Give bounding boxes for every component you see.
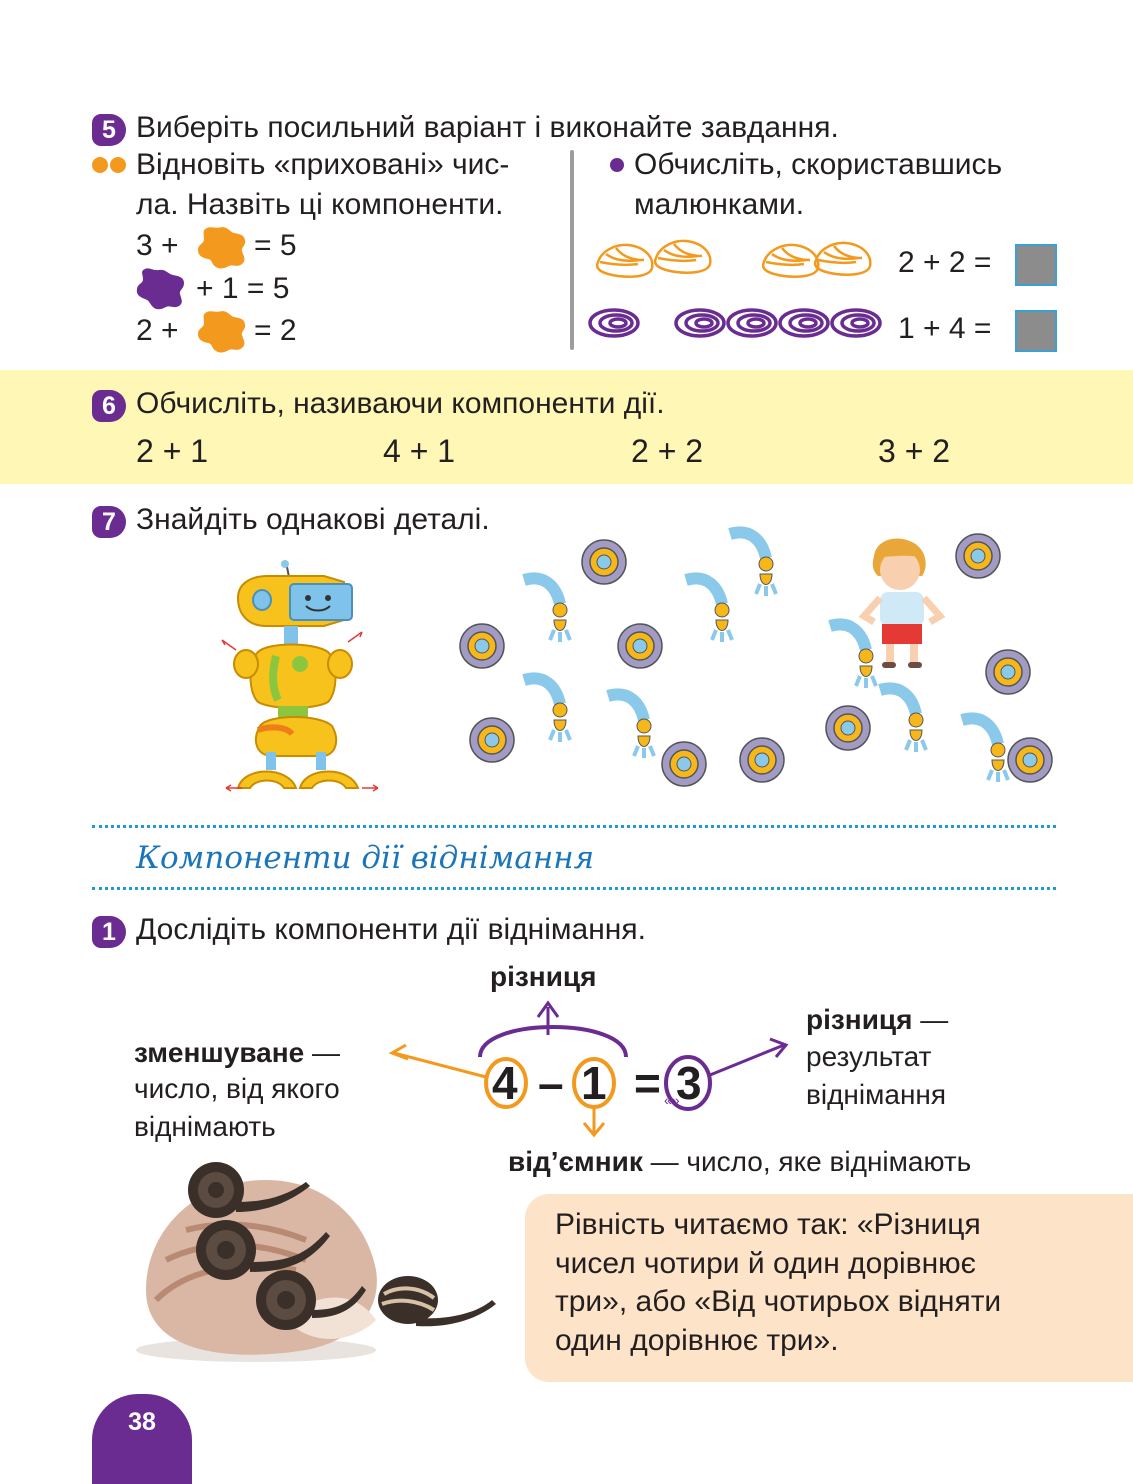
column-divider xyxy=(570,150,574,350)
task-5-right-eq1: 2 + 2 = xyxy=(898,246,992,279)
quote-marks: «» xyxy=(664,1092,680,1108)
callout-line-1: Рівність читаємо так: «Різниця xyxy=(555,1208,981,1241)
callout-line-3: три», або «Від чотирьох відняти xyxy=(555,1285,1002,1318)
minuend-value: 4 xyxy=(492,1057,518,1109)
eq3-left: 2 + xyxy=(136,314,179,347)
task-6-heading: Обчисліть, називаючи компоненти дії. xyxy=(136,387,665,420)
dotted-divider-top xyxy=(92,825,1056,828)
subtrahend-term: від’ємник xyxy=(508,1146,643,1177)
difference-dash: — xyxy=(912,1004,949,1035)
answer-box-2[interactable] xyxy=(1015,310,1057,352)
top-label-difference: різниця xyxy=(490,961,597,992)
task-7-heading: Знайдіть однакові деталі. xyxy=(136,503,490,536)
task-6-expr-4: 3 + 2 xyxy=(878,433,951,469)
task-5-left-line1: Відновіть «приховані» чис- xyxy=(136,148,510,181)
task-6-expr-3: 2 + 2 xyxy=(631,433,704,469)
minuend-definition-line3: віднімають xyxy=(134,1111,276,1142)
page-number: 38 xyxy=(92,1394,192,1484)
minuend-dash: — xyxy=(304,1037,341,1068)
answer-box-1[interactable] xyxy=(1015,244,1057,286)
task-6-expr-2: 4 + 1 xyxy=(383,433,456,469)
robot-illustration xyxy=(221,560,379,792)
subtrahend-definition: від’ємник — число, яке віднімають xyxy=(508,1144,971,1180)
subtrahend-rest: — число, яке віднімають xyxy=(642,1146,972,1177)
snails-on-shell-photo xyxy=(136,1162,496,1362)
task-7-number: 7 xyxy=(92,506,126,538)
purple-dot-icon xyxy=(610,158,624,177)
equals-sign: = xyxy=(634,1057,661,1109)
eq1-right: = 5 xyxy=(254,229,297,262)
difference-definition-line2: результат xyxy=(806,1041,932,1072)
task-5-right-line1: Обчисліть, скориставшись xyxy=(634,148,1003,181)
orange-blot-icon xyxy=(198,227,246,269)
difference-definition-line1: різниця — xyxy=(806,1002,948,1038)
difference-definition-line3: віднімання xyxy=(806,1079,947,1110)
minuend-definition-line1: зменшуване — xyxy=(134,1035,340,1071)
two-orange-dots-icon xyxy=(92,157,126,178)
eq1-left: 3 + xyxy=(136,229,179,262)
difference-term: різниця xyxy=(806,1004,913,1035)
subtrahend-value: 1 xyxy=(581,1057,607,1109)
task-5-right-eq2: 1 + 4 = xyxy=(898,312,992,345)
robot-parts-illustration xyxy=(459,520,1053,820)
callout-line-2: чисел чотири й один дорівнює xyxy=(555,1246,976,1280)
task-6-expr-1: 2 + 1 xyxy=(136,433,209,469)
shells-group-icon xyxy=(595,239,872,278)
task-1-number: 1 xyxy=(92,916,126,948)
minus-sign: – xyxy=(538,1057,564,1109)
purple-blot-icon xyxy=(136,268,184,310)
task-5-left-line2: ла. Назвіть ці компоненти. xyxy=(136,188,504,221)
eq3-right: = 2 xyxy=(254,314,297,347)
eq2-right: + 1 = 5 xyxy=(196,272,290,305)
purple-spirals-icon xyxy=(588,308,882,338)
task-6-band xyxy=(0,370,1133,484)
task-5-right-line2: малюнками. xyxy=(634,188,805,221)
callout-line-4: один дорівнює три». xyxy=(555,1323,839,1357)
minuend-definition-line2: число, від якого xyxy=(134,1073,340,1104)
task-1-heading: Дослідіть компоненти дії віднімання. xyxy=(136,913,646,946)
minuend-term: зменшуване xyxy=(134,1037,305,1068)
section-title: Компоненти дії віднімання xyxy=(136,840,595,876)
subtraction-diagram xyxy=(388,1000,789,1138)
reading-rule-text: Рівність читаємо так: «Різниця чисел чот… xyxy=(555,1206,1001,1360)
reading-rule-callout xyxy=(525,1194,1133,1382)
task-5-number: 5 xyxy=(92,114,126,146)
difference-value: 3 xyxy=(676,1057,702,1109)
dotted-divider-bottom xyxy=(92,887,1056,890)
orange-blot-icon xyxy=(198,311,246,353)
task-5-heading: Виберіть посильний варіант і виконайте з… xyxy=(136,111,839,144)
boy-illustration xyxy=(858,538,946,668)
task-6-number: 6 xyxy=(92,390,126,422)
